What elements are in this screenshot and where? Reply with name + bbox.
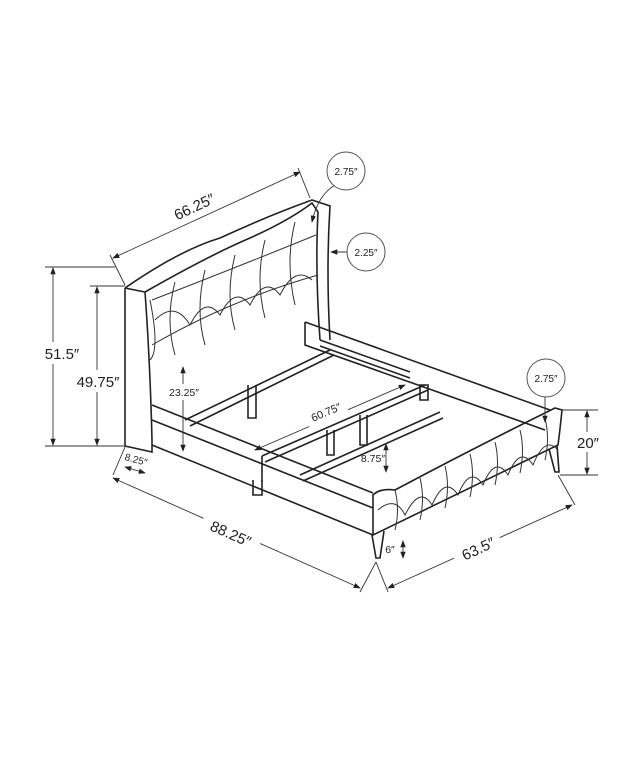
label-headboard-top-thickness: 2.75″ — [334, 167, 357, 178]
label-headboard-height: 49.75″ — [77, 374, 121, 391]
dimension-lines — [45, 167, 598, 593]
label-floor-clearance: 23.25″ — [169, 387, 199, 399]
bed-frame — [151, 321, 551, 536]
callout-circle — [346, 232, 386, 272]
label-headboard-depth: 8.25″ — [123, 452, 149, 469]
label-overall-height: 51.5″ — [45, 346, 80, 363]
callout-circle — [326, 151, 366, 191]
label-leg-height: 6″ — [385, 544, 395, 556]
label-footboard-height: 20″ — [577, 435, 600, 452]
label-wing-thickness: 2.25″ — [354, 248, 377, 259]
headboard — [124, 199, 331, 453]
label-footboard-thickness: 2.75″ — [534, 374, 557, 385]
callout-circle — [526, 358, 566, 398]
label-slat-leg-height: 8.75″ — [361, 453, 385, 465]
